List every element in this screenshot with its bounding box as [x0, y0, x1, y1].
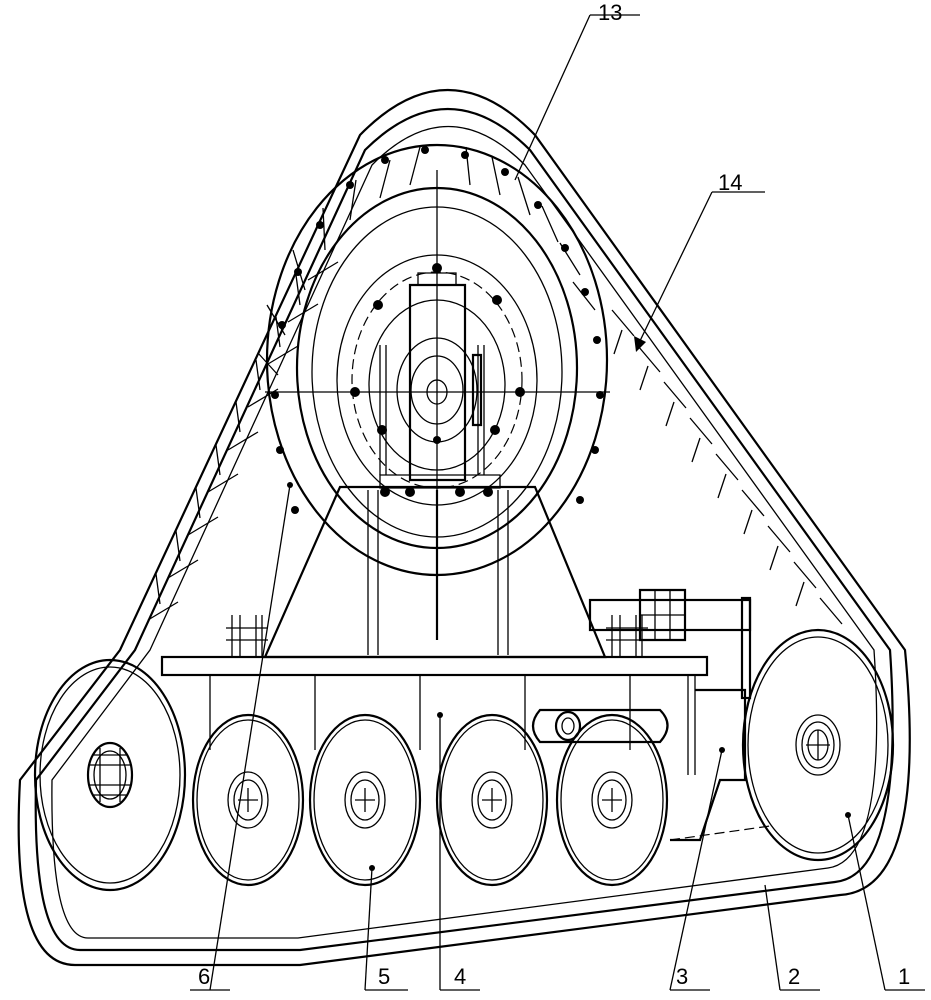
label-6: 6: [198, 964, 210, 989]
road-wheels: [191, 713, 669, 887]
road-wheel-3: [435, 713, 549, 887]
label-4: 4: [454, 964, 466, 989]
label-14: 14: [718, 170, 742, 195]
hub-bracket: [379, 272, 501, 497]
road-wheel-4: [555, 713, 669, 887]
label-3: 3: [676, 964, 688, 989]
leader-13: [514, 14, 640, 181]
label-13: 13: [598, 0, 622, 25]
track-grousers-right: [611, 309, 843, 625]
drive-sprocket: [257, 143, 610, 577]
leader-1: [845, 812, 925, 991]
leader-3: [669, 747, 725, 991]
label-2: 2: [788, 964, 800, 989]
leader-6: [190, 482, 293, 991]
label-1: 1: [898, 964, 910, 989]
rear-idler-wheel: [33, 658, 187, 892]
leader-2: [764, 884, 820, 991]
leader-14: [634, 191, 765, 352]
road-wheel-2: [308, 713, 422, 887]
leader-4: [437, 712, 480, 991]
leader-5: [364, 865, 408, 991]
part-labels: 13 14 1 2 3 4 5 6: [198, 0, 910, 989]
tensioner: [588, 588, 771, 842]
main-frame: [160, 615, 709, 775]
track-belt: [17, 88, 911, 967]
front-idler-wheel: [741, 628, 895, 862]
label-5: 5: [378, 964, 390, 989]
road-wheel-1: [191, 713, 305, 887]
leader-lines: [190, 14, 925, 991]
